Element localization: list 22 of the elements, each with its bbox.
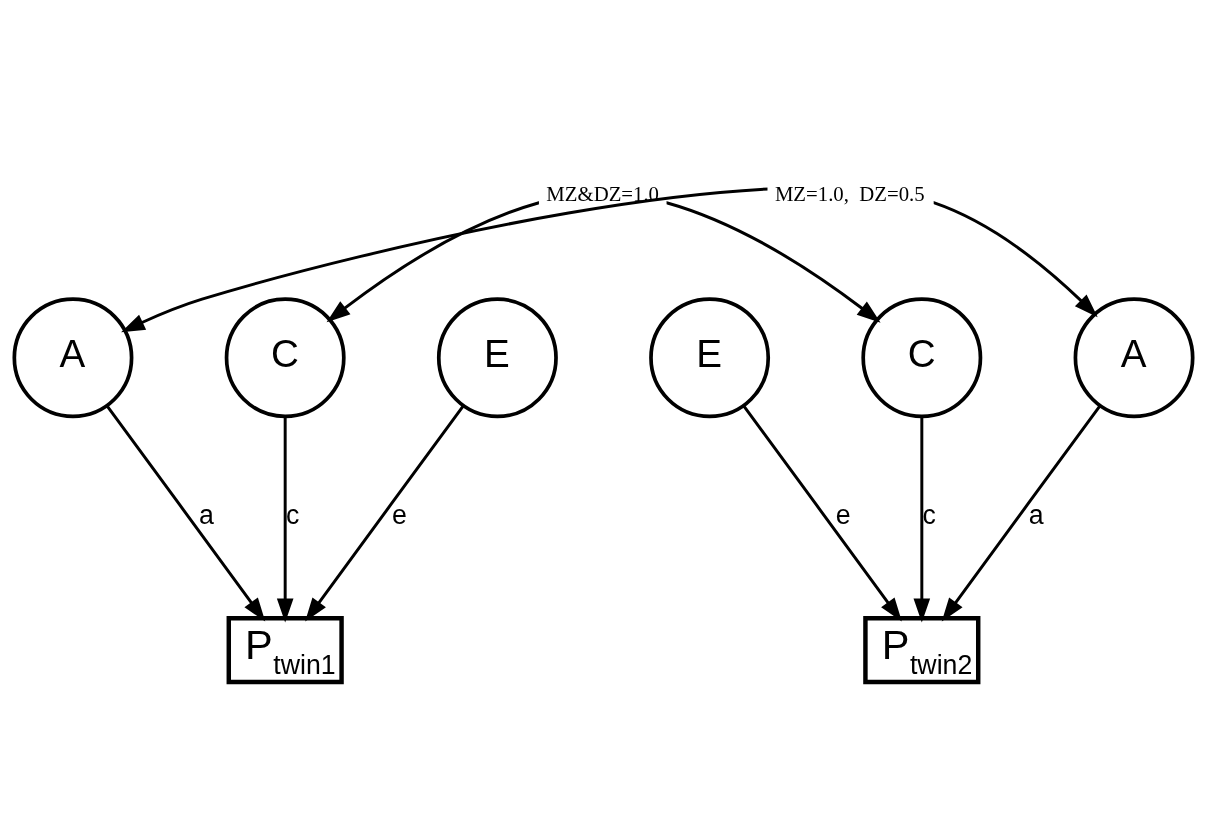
edge-label: c: [922, 499, 936, 530]
edge-label: a: [199, 499, 214, 530]
arrow: [105, 404, 266, 622]
node-circle: E: [436, 297, 558, 419]
node-circle: E: [649, 297, 771, 419]
arrow: [742, 404, 902, 622]
node-circle: A: [12, 297, 134, 419]
edge-label: a: [1028, 499, 1044, 530]
edge-label: e: [835, 499, 851, 530]
edge-label: MZ&DZ=1.0: [546, 181, 660, 205]
arrow: [913, 416, 931, 623]
node-circle: A: [1073, 297, 1195, 419]
edge-label: MZ=1.0, DZ=0.5: [774, 181, 925, 205]
node-box: P$_{twin2}$: [863, 616, 981, 685]
arrow: [941, 404, 1102, 622]
arrow: [276, 416, 294, 623]
node-circle: C: [224, 297, 346, 419]
node-circle: C: [861, 297, 983, 419]
edge-label: c: [285, 499, 300, 530]
node-box: P$_{twin1}$: [226, 616, 344, 685]
edge-label: e: [392, 499, 407, 530]
arrow: [305, 404, 465, 622]
